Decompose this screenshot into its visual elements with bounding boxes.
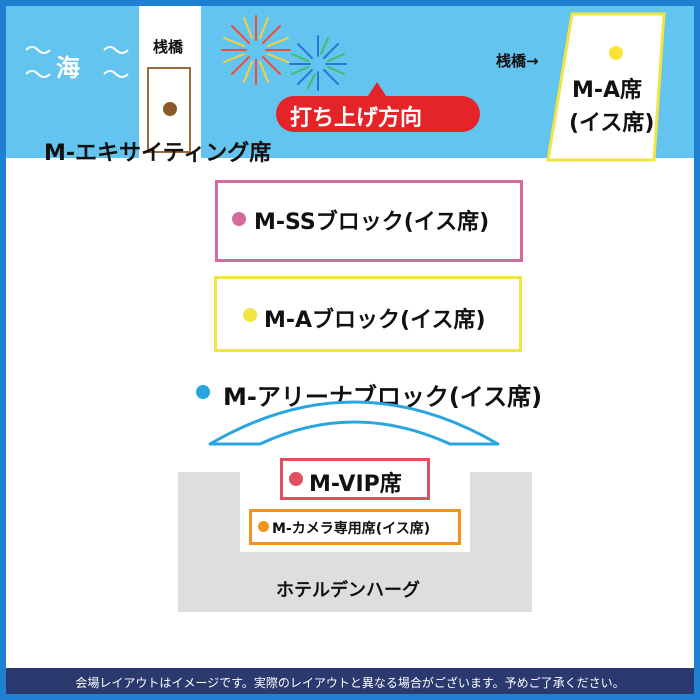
footer-note: 会場レイアウトはイメージです。実際のレイアウトと異なる場合がございます。予めご了…	[75, 676, 625, 690]
footer-bar	[6, 668, 694, 694]
arena-block-marker	[196, 385, 210, 399]
ma-seat-name: M-A席	[572, 78, 643, 103]
pier-label: 桟橋	[153, 38, 184, 56]
pier-direction-label: 桟橋→	[496, 52, 539, 70]
pier-marker	[163, 102, 177, 116]
ma-seat-sub: (イス席)	[569, 111, 655, 136]
wave-icon	[25, 46, 129, 78]
ss-block	[215, 180, 523, 262]
a-block	[214, 276, 522, 352]
launch-direction-label: 打ち上げ方向	[290, 106, 423, 131]
arena-block-arc	[208, 400, 500, 446]
ma-seat-area	[546, 12, 666, 162]
hotel-label: ホテルデンハーグ	[276, 580, 420, 601]
vip-block	[280, 458, 430, 500]
camera-label: M-カメラ専用席(イス席)	[272, 521, 431, 537]
exciting-seat-label: M-エキサイティング席	[44, 141, 272, 166]
camera-block	[249, 509, 461, 545]
ss-block-marker	[232, 212, 246, 226]
sea-label: 海	[56, 54, 80, 82]
launch-direction-badge	[276, 96, 480, 132]
camera-marker	[258, 521, 269, 532]
ma-seat-marker	[609, 46, 623, 60]
vip-label: M-VIP席	[309, 472, 402, 497]
a-block-marker	[243, 308, 257, 322]
vip-marker	[289, 472, 303, 486]
fireworks-icon	[221, 15, 347, 91]
up-arrow-icon	[366, 82, 388, 99]
a-block-label: M-Aブロック(イス席)	[264, 308, 486, 333]
ss-block-label: M-SSブロック(イス席)	[254, 210, 490, 235]
